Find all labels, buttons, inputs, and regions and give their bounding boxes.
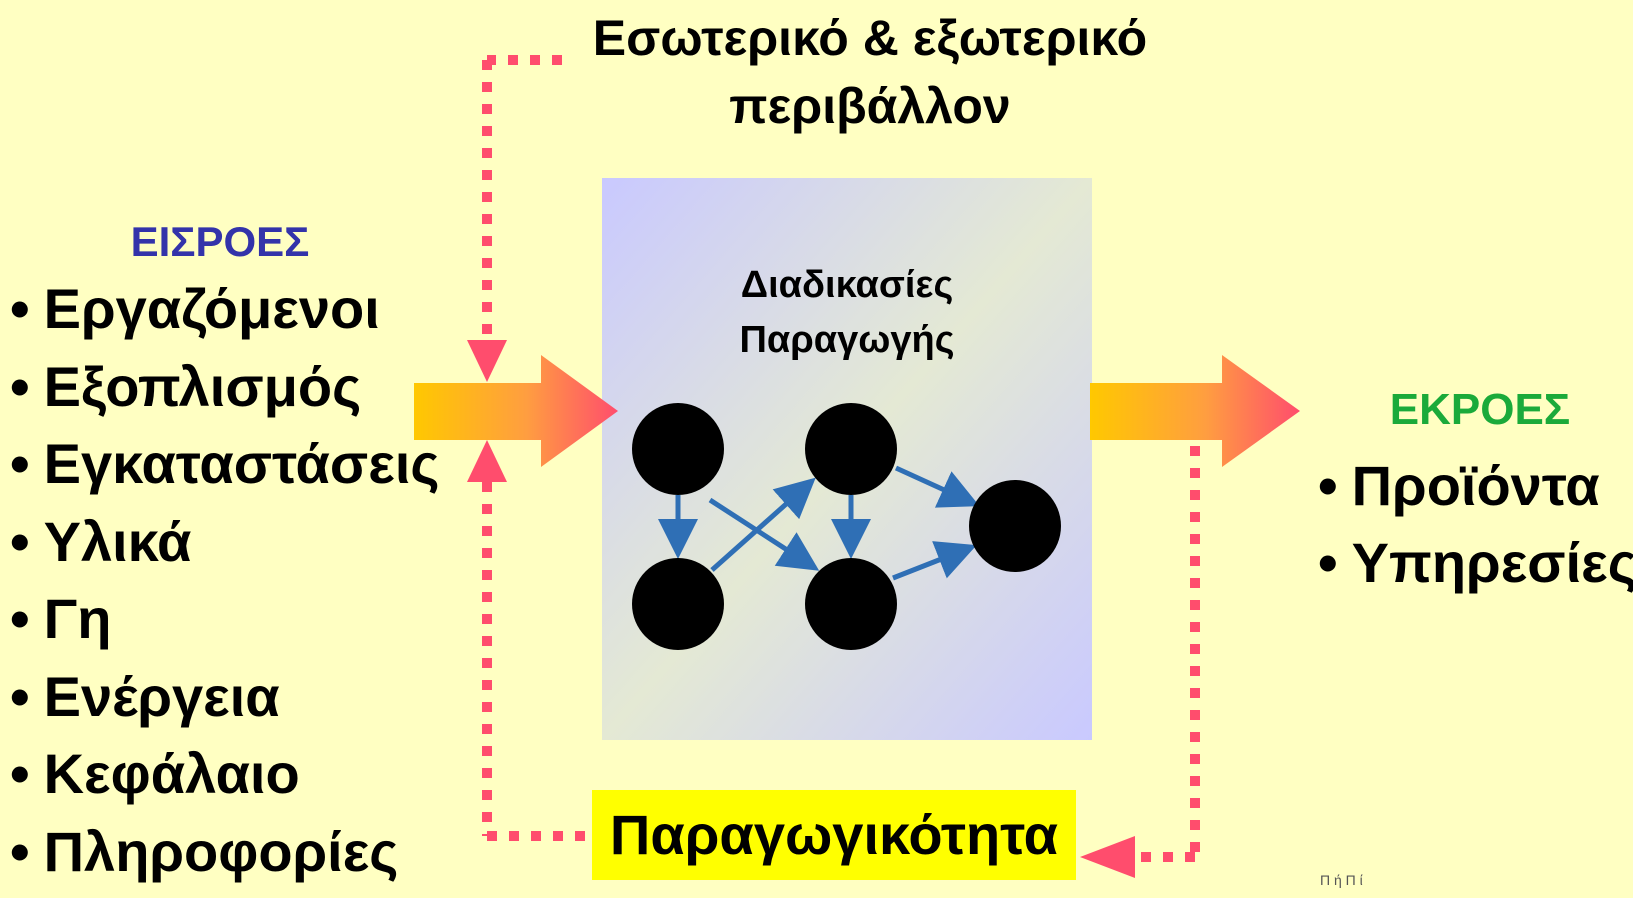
input-item-label: Κεφάλαιο: [44, 742, 300, 805]
feedback-loop-left: [487, 60, 590, 836]
bullet: •: [1318, 454, 1338, 517]
process-node: [805, 558, 897, 650]
input-item: •Υλικά: [10, 511, 440, 589]
process-node: [632, 403, 724, 495]
bullet: •: [10, 665, 30, 728]
environment-title: Εσωτερικό & εξωτερικό περιβάλλον: [560, 4, 1180, 140]
output-item: •Υπηρεσίες: [1318, 532, 1633, 609]
input-item-label: Εγκαταστάσεις: [44, 432, 440, 495]
input-item: •Κεφάλαιο: [10, 743, 440, 821]
inputs-heading: ΕΙΣΡΟΕΣ: [80, 218, 360, 266]
input-item-label: Πληροφορίες: [44, 820, 399, 883]
environment-title-line1: Εσωτερικό & εξωτερικό: [560, 4, 1180, 72]
process-node: [969, 480, 1061, 572]
productivity-label: Παραγωγικότητα: [592, 790, 1076, 880]
outputs-list: •Προϊόντα •Υπηρεσίες: [1318, 455, 1633, 609]
process-label: Διαδικασίες Παραγωγής: [602, 258, 1092, 368]
input-item-label: Εξοπλισμός: [44, 355, 362, 418]
input-item: •Εργαζόμενοι: [10, 278, 440, 356]
output-item: •Προϊόντα: [1318, 455, 1633, 532]
bullet: •: [10, 820, 30, 883]
bullet: •: [10, 277, 30, 340]
bullet: •: [10, 742, 30, 805]
process-label-line1: Διαδικασίες: [602, 258, 1092, 313]
down-arrowhead-icon: [467, 340, 507, 382]
bullet: •: [10, 510, 30, 573]
bullet: •: [10, 355, 30, 418]
bullet: •: [1318, 531, 1338, 594]
process-label-line2: Παραγωγής: [602, 313, 1092, 368]
bullet: •: [10, 432, 30, 495]
output-item-label: Προϊόντα: [1352, 454, 1600, 517]
input-item-label: Ενέργεια: [44, 665, 280, 728]
feedback-loop-right: [1135, 446, 1195, 857]
input-item: •Εξοπλισμός: [10, 356, 440, 434]
input-item-label: Υλικά: [44, 510, 192, 573]
process-node: [805, 403, 897, 495]
input-item: •Γη: [10, 588, 440, 666]
up-arrowhead-icon: [467, 440, 507, 482]
inputs-list: •Εργαζόμενοι •Εξοπλισμός •Εγκαταστάσεις …: [10, 278, 440, 898]
process-node: [632, 558, 724, 650]
input-item-label: Εργαζόμενοι: [44, 277, 380, 340]
input-item: •Πληροφορίες: [10, 821, 440, 898]
environment-title-line2: περιβάλλον: [560, 72, 1180, 140]
input-item-label: Γη: [44, 587, 112, 650]
bullet: •: [10, 587, 30, 650]
left-arrowhead-icon: [1080, 836, 1135, 878]
input-arrow-icon: [414, 355, 618, 467]
input-item: •Εγκαταστάσεις: [10, 433, 440, 511]
footer-note: Π ή Π ί: [1320, 872, 1363, 888]
input-item: •Ενέργεια: [10, 666, 440, 744]
outputs-heading: ΕΚΡΟΕΣ: [1350, 385, 1610, 435]
output-item-label: Υπηρεσίες: [1352, 531, 1633, 594]
